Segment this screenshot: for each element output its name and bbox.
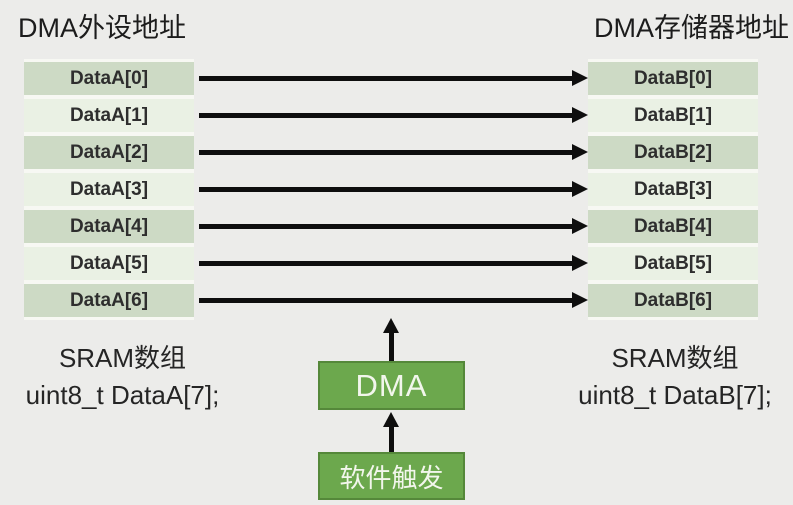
dma-box: DMA xyxy=(318,361,465,410)
dataB-cell: DataB[2] xyxy=(588,136,758,169)
peripheral-address-title: DMA外设地址 xyxy=(18,13,186,43)
dataB-cell: DataB[5] xyxy=(588,247,758,280)
dataA-cell: DataA[3] xyxy=(24,173,194,206)
dataA-cell: DataA[1] xyxy=(24,99,194,132)
dataA-cell: DataA[0] xyxy=(24,62,194,95)
dataA-caption: SRAM数组 uint8_t DataA[7]; xyxy=(0,340,245,414)
dma-up-arrow xyxy=(389,332,394,361)
trigger-up-arrow-head xyxy=(383,412,399,427)
trigger-up-arrow xyxy=(389,426,394,452)
dataA-cell: DataA[6] xyxy=(24,284,194,317)
dataB-column: DataB[0] DataB[1] DataB[2] DataB[3] Data… xyxy=(588,59,758,320)
transfer-arrow xyxy=(199,181,588,197)
transfer-arrow xyxy=(199,144,588,160)
memory-address-title: DMA存储器地址 xyxy=(594,13,789,43)
dataB-cell: DataB[0] xyxy=(588,62,758,95)
transfer-arrow xyxy=(199,70,588,86)
transfer-arrow xyxy=(199,107,588,123)
dataB-caption-line1: SRAM数组 xyxy=(611,343,739,373)
dataA-cell: DataA[4] xyxy=(24,210,194,243)
dataA-cell: DataA[5] xyxy=(24,247,194,280)
transfer-arrow xyxy=(199,292,588,308)
dataA-column: DataA[0] DataA[1] DataA[2] DataA[3] Data… xyxy=(24,59,194,320)
dataB-cell: DataB[3] xyxy=(588,173,758,206)
dataB-caption: SRAM数组 uint8_t DataB[7]; xyxy=(550,340,793,414)
dataA-caption-line1: SRAM数组 xyxy=(58,343,187,373)
dma-up-arrow-head xyxy=(383,318,399,333)
software-trigger-box: 软件触发 xyxy=(318,452,465,500)
transfer-arrow xyxy=(199,218,588,234)
dataB-cell: DataB[6] xyxy=(588,284,758,317)
dataA-cell: DataA[2] xyxy=(24,136,194,169)
dataB-caption-line2: uint8_t DataB[7]; xyxy=(578,380,772,410)
dataB-cell: DataB[1] xyxy=(588,99,758,132)
dataB-cell: DataB[4] xyxy=(588,210,758,243)
transfer-arrow xyxy=(199,255,588,271)
dataA-caption-line2: uint8_t DataA[7]; xyxy=(25,380,220,410)
